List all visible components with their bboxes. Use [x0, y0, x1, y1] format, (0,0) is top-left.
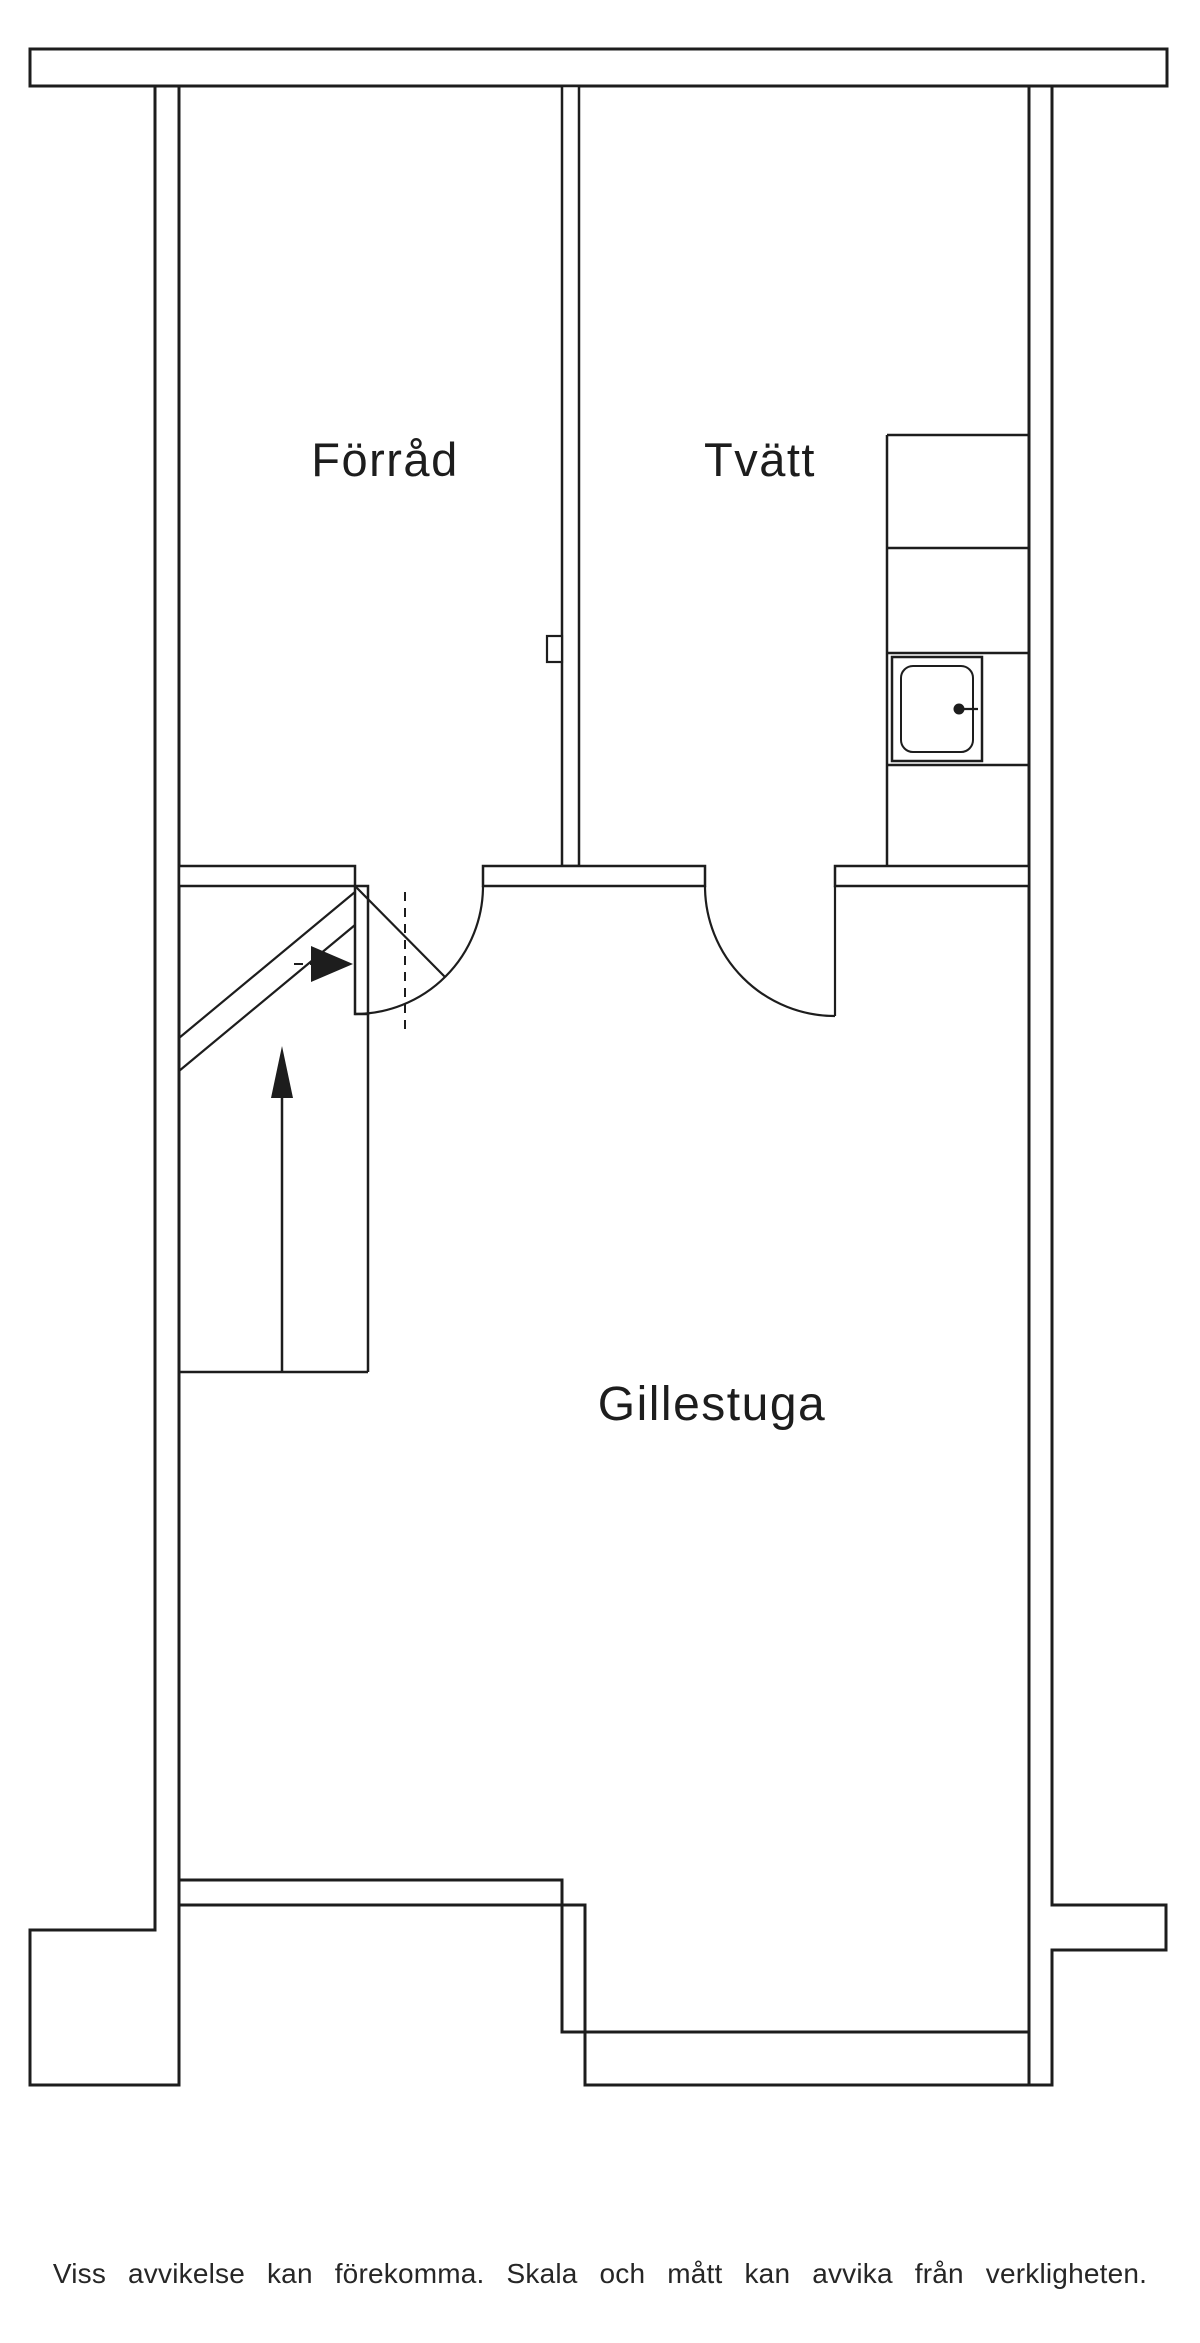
wall-segment-left [177, 864, 357, 888]
stair-break-line [178, 891, 356, 1039]
exterior-walls [28, 47, 1169, 2087]
arrow-up-icon [271, 1046, 293, 1372]
disclaimer-text: Viss avvikelse kan förekomma. Skala och … [52, 2258, 1148, 2289]
door-tvatt [703, 885, 837, 1018]
door-swing-arc [354, 885, 485, 1016]
left-wall [28, 84, 181, 2087]
wall-junction-detail [545, 634, 564, 664]
staircase [178, 891, 406, 1374]
room-label-gillestuga: Gillestuga [598, 1378, 826, 1431]
bottom-wall [177, 1878, 1031, 2087]
door-stairwell [354, 885, 485, 1016]
room-label-forrad: Förråd [311, 433, 458, 486]
wall-segment-middle [481, 864, 707, 888]
room-label-tvatt: Tvätt [704, 433, 816, 486]
right-wall [1027, 84, 1168, 2087]
door-swing-arc [703, 885, 836, 1018]
stair-stub-wall [353, 884, 370, 1016]
wall-forrad-tvatt [560, 84, 581, 868]
door-leaf [354, 885, 446, 978]
arrow-right-icon [311, 946, 353, 982]
stair-break-line [178, 924, 356, 1072]
interior-walls [177, 84, 1031, 1016]
wall-segment-right [833, 864, 1031, 888]
arrow-head [271, 1046, 293, 1098]
sink-icon [890, 655, 984, 763]
sink-faucet [953, 703, 965, 715]
laundry-counter [885, 433, 1029, 866]
top-wall [28, 47, 1169, 88]
